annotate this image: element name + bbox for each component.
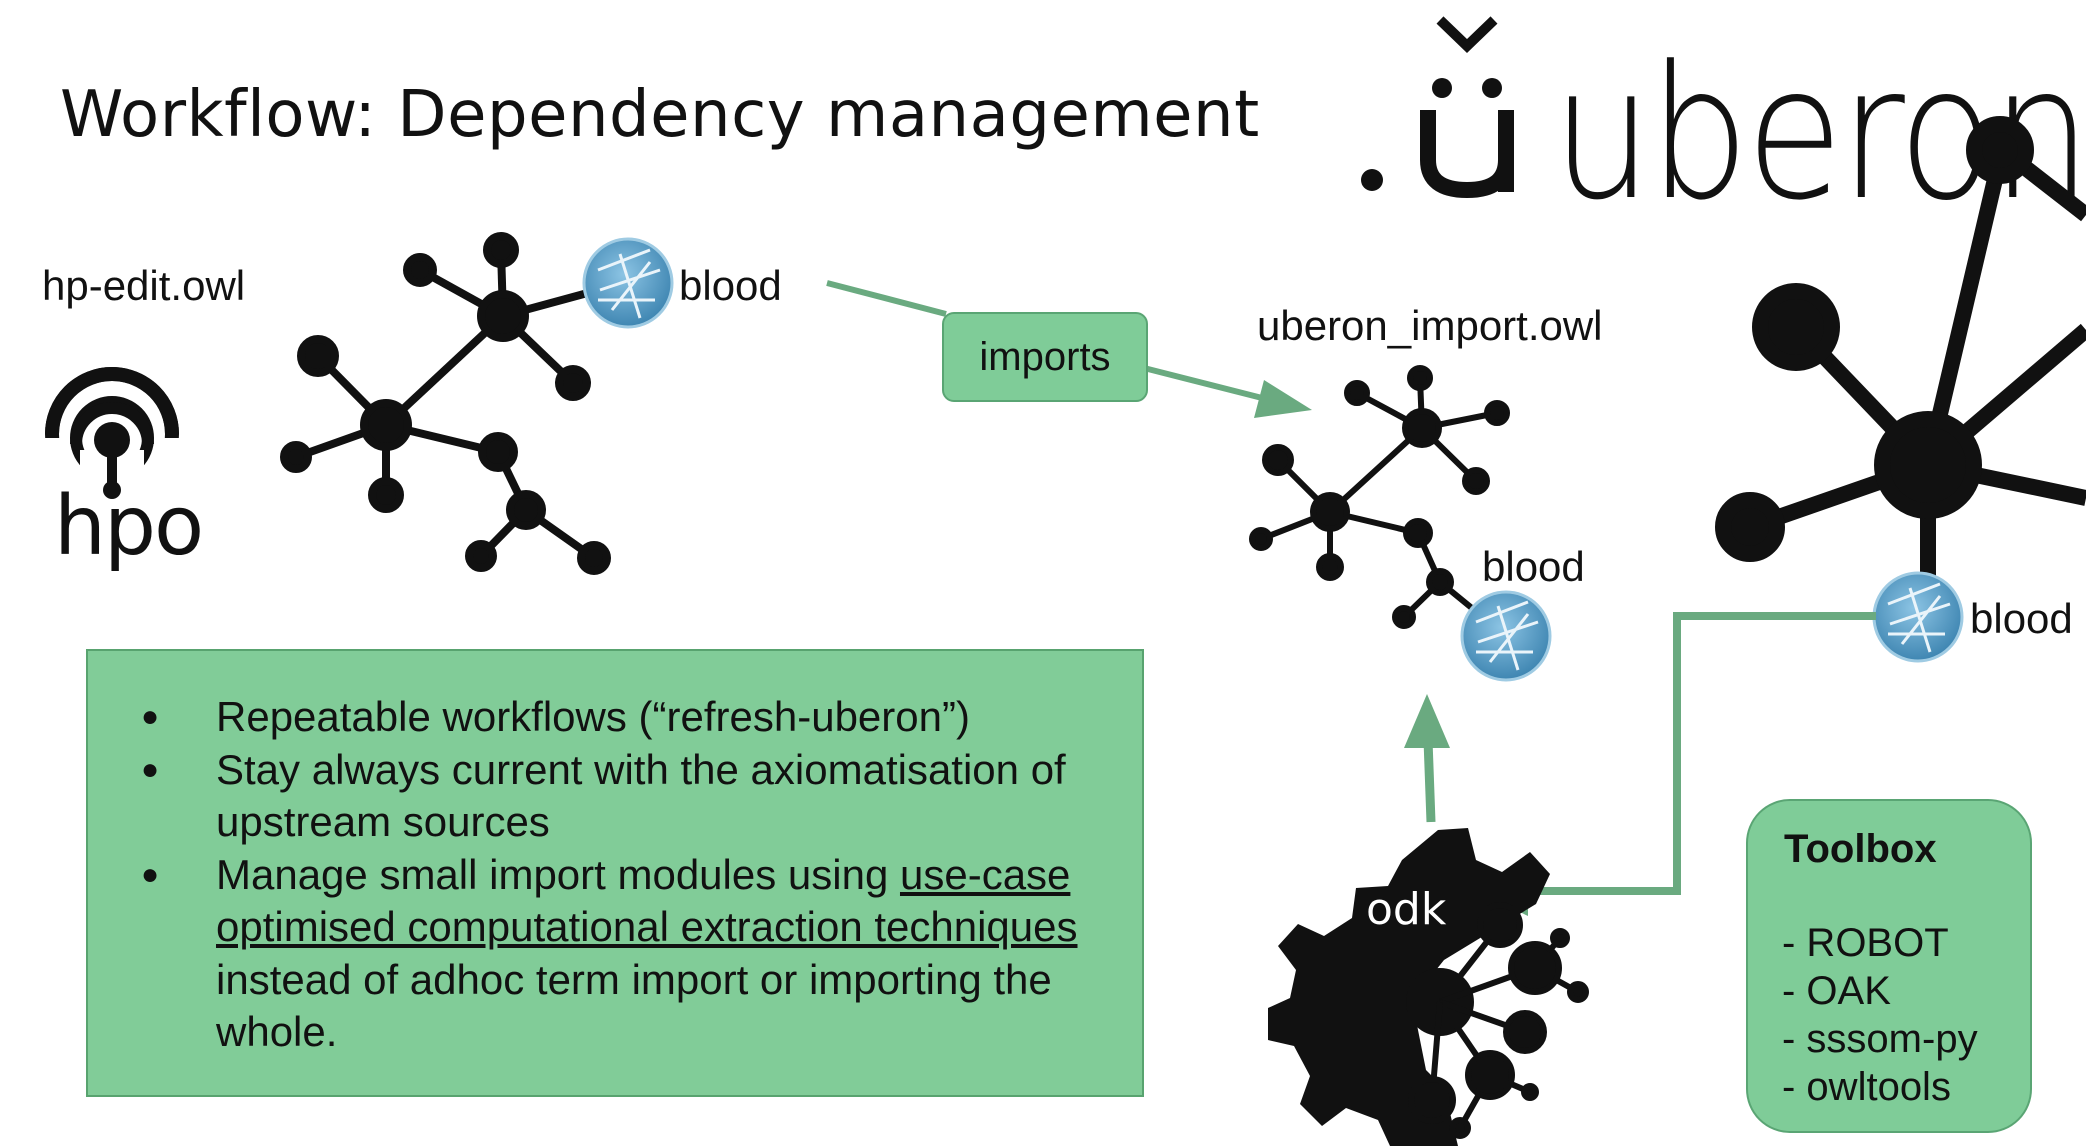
blood-node-icon (1460, 590, 1552, 682)
graph-node (555, 365, 591, 401)
benefits-box: Repeatable workflows (“refresh-uberon”) … (86, 649, 1144, 1097)
imports-arrow (826, 280, 1312, 418)
odk-logo-icon: odk (1268, 828, 1589, 1146)
blood-node-icon (582, 237, 674, 329)
uberon-mark-icon (1361, 16, 1514, 199)
hpo-logo-icon (40, 367, 190, 504)
odk-up-arrow (1404, 694, 1450, 823)
uberon-graph (1715, 116, 2086, 612)
uberon-import-graph (1249, 365, 1510, 639)
uberon-import-file-label: uberon_import.owl (1257, 302, 1603, 349)
graph-node (360, 399, 412, 451)
blood-label: blood (1970, 595, 2073, 642)
graph-node (368, 477, 404, 513)
graph-node (403, 253, 437, 287)
hpo-wordmark: hpo (54, 479, 204, 574)
toolbox-title: Toolbox (1784, 827, 1937, 871)
graph-node (478, 432, 518, 472)
extraction-techniques-link[interactable]: use-case optimised computational extract… (216, 850, 1078, 951)
imports-label: imports (979, 334, 1111, 379)
toolbox-item: - owltools (1782, 1065, 1951, 1109)
benefits-list: Repeatable workflows (“refresh-uberon”) … (88, 691, 1128, 1059)
blood-label: blood (679, 262, 782, 309)
benefit-item: Stay always current with the axiomatisat… (141, 744, 1128, 849)
graph-node (506, 490, 546, 530)
graph-node (465, 540, 497, 572)
graph-node (280, 441, 312, 473)
blood-label: blood (1482, 543, 1585, 590)
graph-node (477, 290, 529, 342)
graph-node (297, 335, 339, 377)
imports-label-box: imports (942, 312, 1148, 402)
graph-node (483, 232, 519, 268)
hp-edit-graph (280, 232, 630, 575)
toolbox-box: Toolbox - ROBOT - OAK - sssom-py - owlto… (1746, 799, 2032, 1133)
benefit-item: Repeatable workflows (“refresh-uberon”) (141, 691, 1128, 744)
odk-text: odk (1366, 884, 1447, 935)
toolbox-list: - ROBOT - OAK - sssom-py - owltools (1782, 919, 1978, 1111)
toolbox-item: - OAK (1782, 969, 1891, 1013)
toolbox-item: - ROBOT (1782, 921, 1949, 965)
blood-node-icon (1872, 571, 1964, 663)
graph-node (577, 541, 611, 575)
benefit-item: Manage small import modules using use-ca… (141, 849, 1128, 1059)
hp-edit-file-label: hp-edit.owl (42, 262, 246, 309)
toolbox-item: - sssom-py (1782, 1017, 1978, 1061)
page-title: Workflow: Dependency management (60, 78, 1260, 152)
